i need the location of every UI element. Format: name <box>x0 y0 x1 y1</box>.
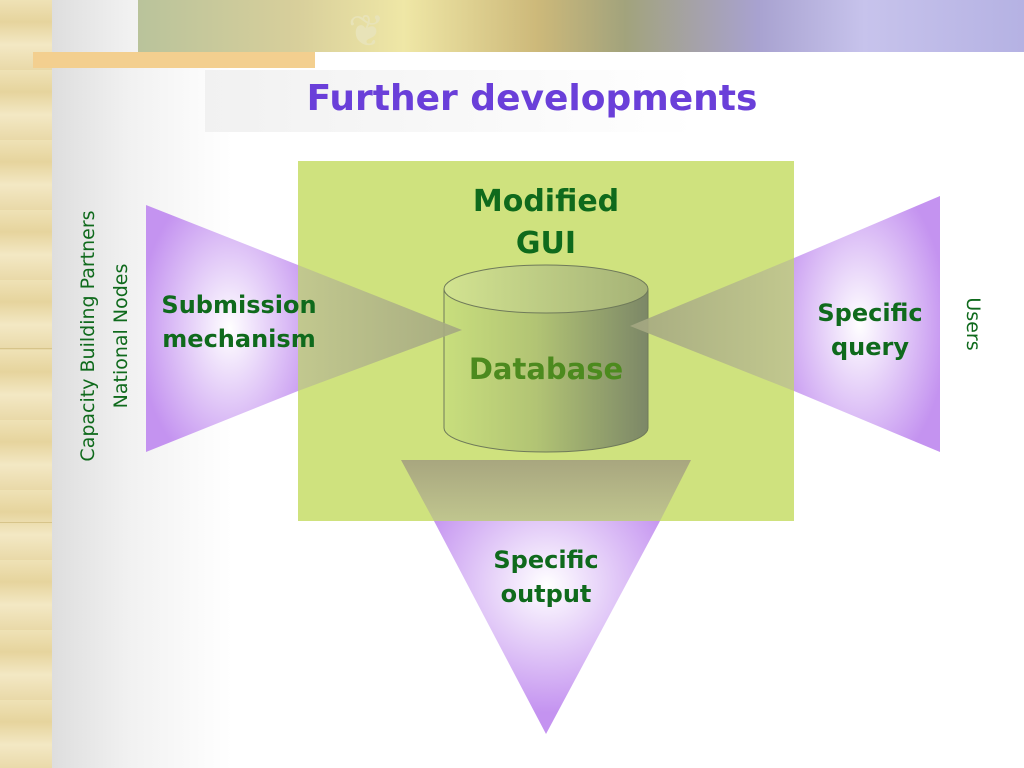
bottom-funnel-top <box>401 460 691 521</box>
left-funnel-label: Submission mechanism <box>161 291 317 353</box>
right-funnel-label: Specific query <box>817 299 923 361</box>
database-label: Database <box>468 352 624 386</box>
page-title: Further developments <box>306 78 758 119</box>
left-side-label-partners: Capacity Building Partners <box>77 210 99 462</box>
bottom-funnel <box>434 521 660 734</box>
title-band <box>205 70 1024 132</box>
bottom-funnel-label: Specific output <box>493 546 599 608</box>
left-funnel-tip <box>298 265 462 391</box>
parchment-divider <box>0 348 52 349</box>
left-side-label-nodes: National Nodes <box>110 263 132 409</box>
parchment-border <box>0 0 52 768</box>
gui-box-title: Modified GUI <box>472 184 620 261</box>
leaf-icon: ❦ <box>348 6 385 57</box>
database-cylinder <box>443 264 649 453</box>
right-funnel-tip <box>630 258 794 391</box>
left-funnel <box>146 205 298 452</box>
decorative-banner: ❦ <box>138 0 1024 57</box>
right-side-label-users: Users <box>962 297 984 351</box>
parchment-divider <box>0 522 52 523</box>
right-funnel <box>794 196 940 452</box>
accent-bar <box>33 52 315 68</box>
